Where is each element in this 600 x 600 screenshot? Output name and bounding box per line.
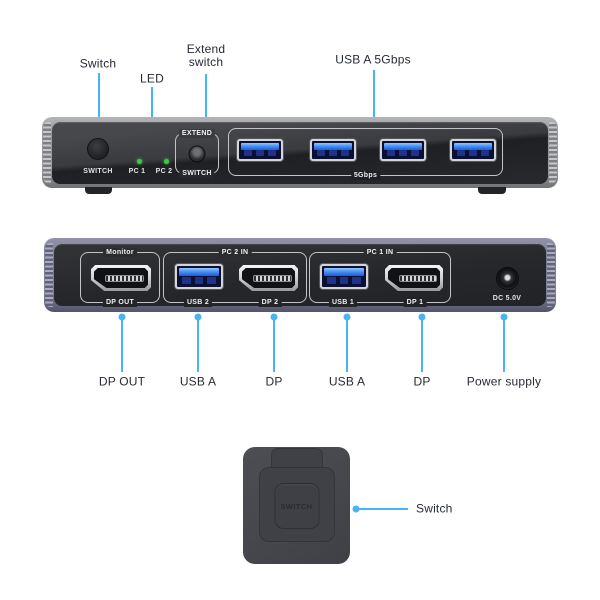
callout-switch-label: Switch <box>79 56 117 71</box>
usb2-port <box>175 264 223 289</box>
monitor-group: Monitor DP OUT <box>80 248 160 307</box>
callout-remote-dot <box>352 505 360 513</box>
pc2-in-group: PC 2 IN USB 2 DP 2 <box>163 248 307 307</box>
callout-extend-switch-label: Extend switch <box>186 42 226 69</box>
callout-power-line <box>503 320 505 372</box>
callout-dp2-label: DP <box>265 374 283 389</box>
callout-usb-a1-label: USB A <box>328 374 366 389</box>
extend-switch-group: EXTEND SWITCH <box>175 129 219 178</box>
usb-port-1 <box>237 139 283 161</box>
callout-dp-out-label: DP OUT <box>98 374 146 389</box>
callout-usb-a2-label: USB A <box>179 374 217 389</box>
switch-button <box>87 138 109 160</box>
remote-switch-button: SWITCH <box>274 483 319 529</box>
usb-port-3 <box>380 139 426 161</box>
led-pc2 <box>164 159 169 164</box>
callout-usb-a1-line <box>346 320 348 372</box>
callout-dp1-dot <box>418 313 426 321</box>
remote-switch: SWITCH <box>243 447 350 564</box>
kvm-front-panel: SWITCH PC 1 PC 2 EXTEND SWITCH 5Gbps <box>42 117 558 194</box>
extend-switch-label: SWITCH <box>179 169 215 178</box>
callout-dp-out-line <box>121 320 123 372</box>
usb-port-2 <box>310 139 356 161</box>
dp1-label: DP 1 <box>403 298 427 307</box>
extend-switch-button <box>188 145 206 162</box>
led-pc1 <box>137 159 142 164</box>
callout-switch-line <box>98 73 100 131</box>
monitor-label: Monitor <box>103 248 137 257</box>
device-foot-right <box>478 187 506 194</box>
callout-power-supply-label: Power supply <box>466 374 542 389</box>
callout-led-label: LED <box>140 71 164 86</box>
led-pc2-label: PC 2 <box>155 168 173 175</box>
dc-power-jack <box>496 267 519 290</box>
dp1-port <box>385 265 443 291</box>
led-pc1-label: PC 1 <box>128 168 146 175</box>
dp-out-label: DP OUT <box>102 298 138 307</box>
usb-port-4 <box>450 139 496 161</box>
callout-extend-switch-line <box>205 74 207 123</box>
callout-dp1-label: DP <box>413 374 431 389</box>
callout-usb-a2-dot <box>194 313 202 321</box>
callout-dp-out-dot <box>118 313 126 321</box>
remote-switch-button-label: SWITCH <box>280 501 313 511</box>
callout-led-line <box>151 87 153 142</box>
pc2-in-label: PC 2 IN <box>218 248 252 257</box>
callout-power-dot <box>500 313 508 321</box>
callout-usb-a1-dot <box>343 313 351 321</box>
callout-dp2-line <box>273 320 275 372</box>
usb-speed-label: 5Gbps <box>350 171 381 180</box>
switch-button-label: SWITCH <box>83 168 113 175</box>
usb2-label: USB 2 <box>183 298 213 307</box>
extend-label: EXTEND <box>178 129 216 138</box>
device-foot-left <box>85 187 112 194</box>
callout-dp1-line <box>421 320 423 372</box>
usb1-port <box>320 264 368 289</box>
dc-power-label: DC 5.0V <box>492 295 522 302</box>
callout-remote-switch-label: Switch <box>416 501 453 516</box>
dp2-label: DP 2 <box>258 298 282 307</box>
pc1-in-label: PC 1 IN <box>363 248 397 257</box>
callout-usb-a2-line <box>197 320 199 372</box>
callout-usb-line <box>373 70 375 124</box>
dp-out-port <box>91 265 151 291</box>
heatsink-fins-right <box>549 122 557 183</box>
kvm-back-panel: Monitor DP OUT PC 2 IN USB 2 DP 2 PC 1 I… <box>44 238 556 312</box>
usb1-label: USB 1 <box>328 298 358 307</box>
heatsink-fins-left <box>43 122 51 183</box>
heatsink-fins-left <box>45 243 53 307</box>
callout-dp2-dot <box>270 313 278 321</box>
pc1-in-group: PC 1 IN USB 1 DP 1 <box>309 248 451 307</box>
callout-remote-line <box>359 508 408 510</box>
heatsink-fins-right <box>547 243 555 307</box>
callout-usb-label: USB A 5Gbps <box>335 52 411 67</box>
usb-group-outline: 5Gbps <box>228 128 503 180</box>
dp2-port <box>239 265 298 291</box>
